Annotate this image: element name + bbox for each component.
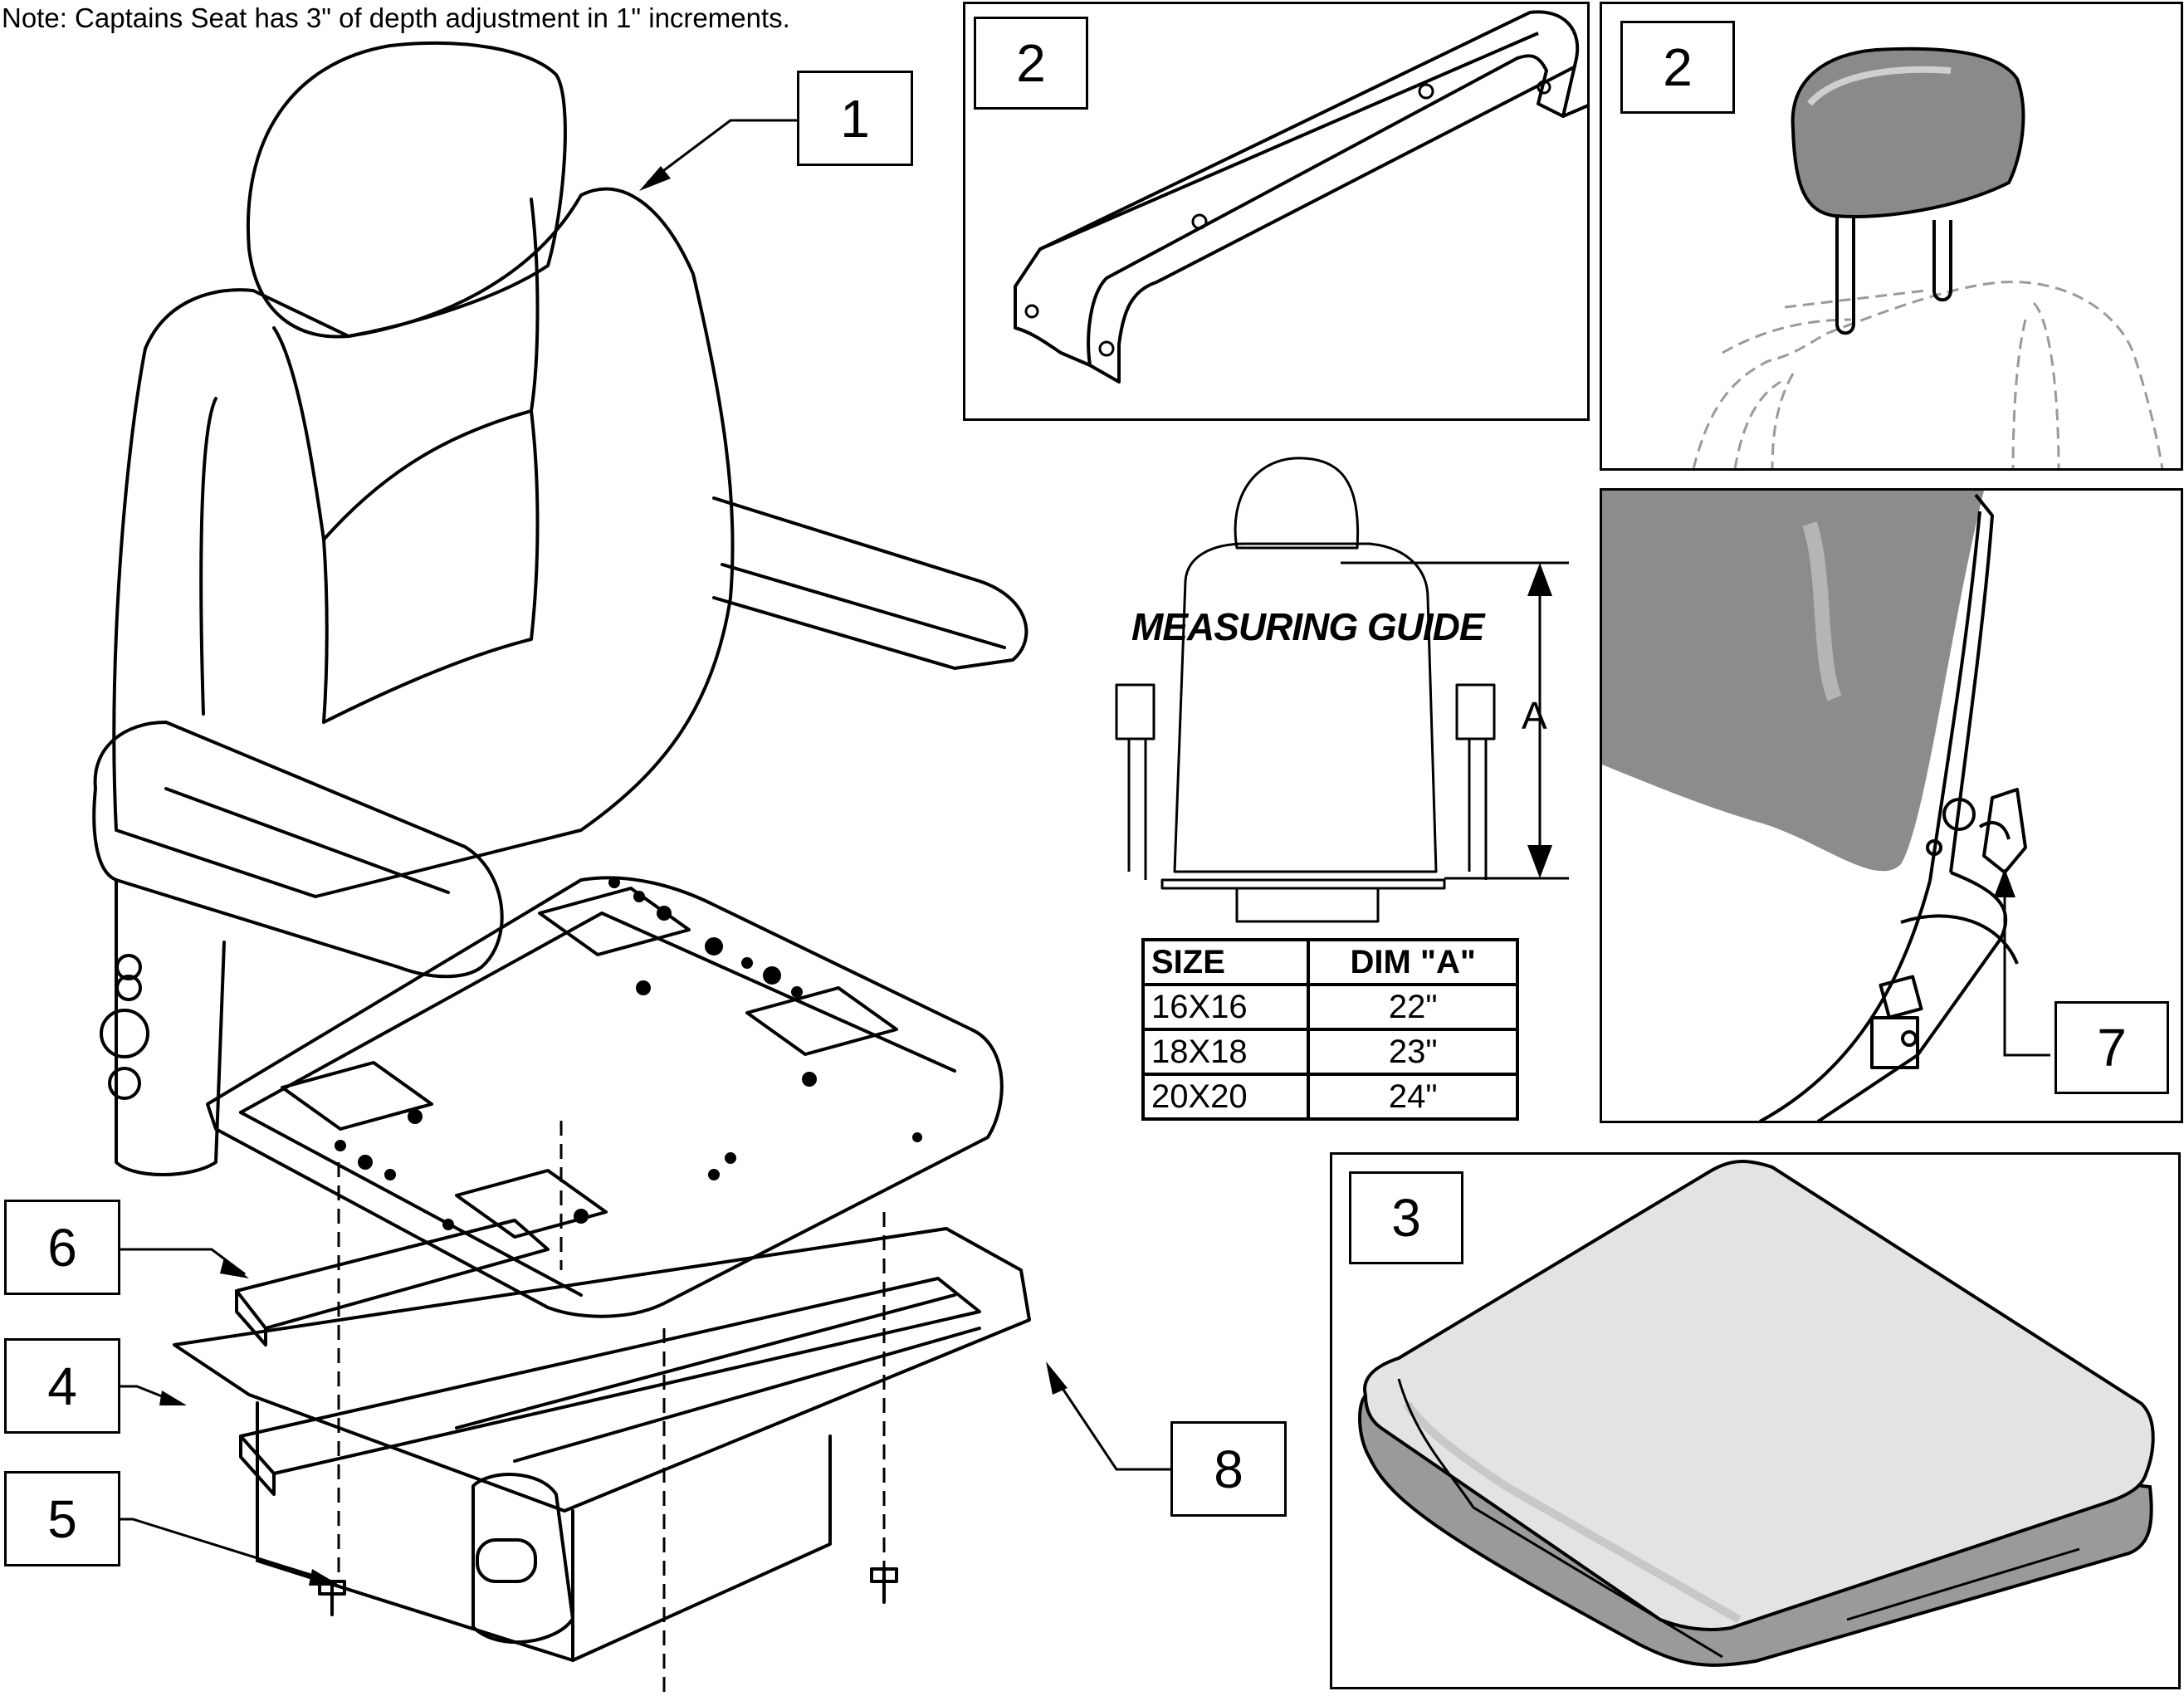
table-cell-size: 16X16: [1141, 983, 1311, 1031]
seat-exploded-view: [92, 41, 1170, 1696]
table-row: 16X16 22": [1141, 983, 1519, 1031]
callout-2-bracket: 2: [974, 17, 1088, 110]
headrest-shape: [247, 41, 567, 339]
cushion-drawing: [1358, 1160, 2155, 1667]
dimension-a-label: A: [1522, 694, 1547, 737]
plate-6-shape: [235, 1219, 550, 1330]
panel-cushion: 3: [1330, 1152, 2181, 1689]
callout-1: 1: [797, 71, 913, 166]
callout-5: 5: [4, 1471, 120, 1566]
panel-back-lock: 7: [1600, 488, 2183, 1123]
table-cell-size: 18X18: [1141, 1028, 1311, 1076]
seat-base-shape: [173, 1227, 1031, 1513]
table-header-dim: DIM "A": [1307, 938, 1519, 986]
table-row: 20X20 24": [1141, 1073, 1519, 1121]
measuring-guide-title: MEASURING GUIDE: [1131, 605, 1485, 648]
back-lock-drawing: [1602, 491, 2050, 1121]
panel-headrest: 2: [1600, 2, 2183, 471]
back-panel-shape: [1602, 491, 1984, 872]
table-header-size: SIZE: [1141, 938, 1311, 986]
headrest-pad-shape: [1791, 46, 2025, 218]
front-armrest-shape: [92, 721, 504, 979]
table-cell-size: 20X20: [1141, 1073, 1311, 1121]
backrest-shape: [112, 187, 735, 898]
plate-4-shape: [239, 1277, 981, 1475]
table-cell-dim: 24": [1307, 1073, 1519, 1121]
dimension-table: SIZE DIM "A" 16X16 22" 18X18 23" 20X20 2…: [1141, 938, 1519, 1121]
table-cell-dim: 22": [1307, 983, 1519, 1031]
callout-8: 8: [1170, 1421, 1287, 1517]
callout-4: 4: [4, 1338, 120, 1434]
callout-7: 7: [2055, 1001, 2169, 1094]
callout-3: 3: [1349, 1171, 1463, 1264]
headrest-detail-drawing: [1692, 46, 2164, 468]
bracket-drawing: [1014, 10, 1587, 384]
note-text: Note: Captains Seat has 3" of depth adju…: [2, 2, 790, 33]
table-row: 18X18 23": [1141, 1028, 1519, 1076]
table-cell-dim: 23": [1307, 1028, 1519, 1076]
seat-pan-shape: [206, 876, 1004, 1318]
callout-2-headrest: 2: [1620, 21, 1735, 114]
table-header-row: SIZE DIM "A": [1141, 938, 1519, 986]
panel-bracket: 2: [963, 2, 1590, 421]
callout-6: 6: [4, 1200, 120, 1295]
